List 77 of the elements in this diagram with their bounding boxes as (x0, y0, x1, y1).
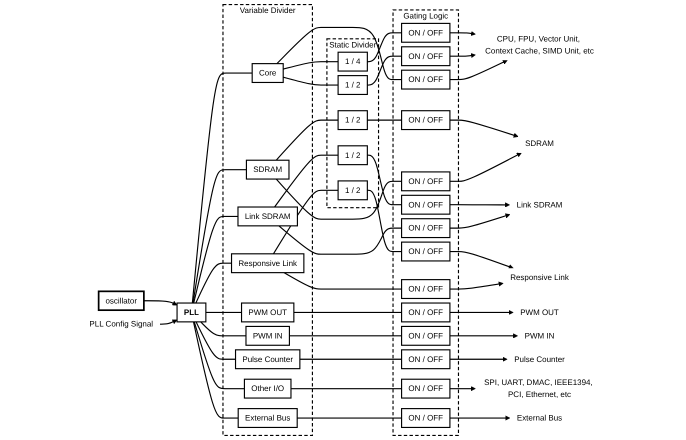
connector (274, 154, 338, 208)
connector (276, 178, 402, 220)
connector (206, 312, 242, 314)
arrow (450, 282, 504, 290)
connector (294, 312, 402, 314)
connector (193, 216, 238, 304)
node-box (401, 110, 450, 130)
connector (194, 322, 244, 390)
arrow (144, 300, 178, 306)
node-box (401, 279, 450, 300)
arrow (450, 213, 510, 229)
connector (367, 190, 402, 252)
connector (196, 322, 236, 360)
arrow (450, 310, 514, 315)
connector (195, 262, 232, 304)
node-box (338, 110, 368, 130)
connector (276, 120, 338, 161)
node-box (401, 22, 450, 43)
connector (192, 72, 252, 304)
connector (284, 272, 402, 290)
node-box (401, 218, 450, 238)
connector (367, 120, 402, 121)
connector (192, 169, 246, 304)
node-box (245, 326, 290, 346)
node-box (338, 145, 368, 166)
node-box (338, 75, 368, 96)
node-box (176, 302, 206, 322)
connector (283, 61, 338, 70)
connector (300, 358, 402, 360)
arrow (450, 416, 510, 421)
node-box (98, 290, 145, 312)
connector (367, 32, 402, 62)
connector (367, 154, 402, 206)
arrow (450, 202, 510, 208)
node-box (401, 171, 450, 192)
node-box (244, 378, 292, 399)
connector (283, 76, 338, 86)
node-box (401, 242, 450, 262)
node-box (401, 349, 450, 370)
node-box (252, 63, 284, 84)
node-box (401, 326, 450, 346)
arrow (450, 31, 476, 36)
connector (272, 190, 338, 254)
node-box (401, 378, 450, 399)
connector (278, 225, 402, 255)
arrow (450, 60, 508, 80)
node-box (338, 180, 368, 200)
node-box (401, 194, 450, 215)
node-box (401, 302, 450, 322)
arrow (450, 356, 508, 362)
node-box (401, 70, 450, 90)
connector (367, 56, 402, 86)
connector (289, 335, 402, 336)
arrow (450, 53, 476, 58)
connector (290, 388, 402, 390)
arrow (450, 120, 518, 138)
node-box (230, 253, 304, 274)
connector (276, 26, 402, 80)
arrow (450, 386, 476, 392)
node-box (240, 302, 294, 322)
node-box (246, 160, 290, 180)
node-box (238, 408, 298, 428)
cluster (392, 9, 460, 436)
arrow (450, 333, 518, 338)
connector (200, 321, 246, 336)
node-box (401, 46, 450, 66)
cluster (222, 4, 313, 436)
arrow (160, 320, 178, 325)
arrow (450, 152, 522, 182)
node-box (237, 206, 298, 226)
cluster (326, 38, 380, 208)
node-box (401, 408, 450, 428)
arrow (450, 250, 514, 270)
node-box (338, 52, 368, 72)
node-box (234, 349, 300, 370)
connector (192, 322, 238, 419)
connector (297, 417, 402, 419)
